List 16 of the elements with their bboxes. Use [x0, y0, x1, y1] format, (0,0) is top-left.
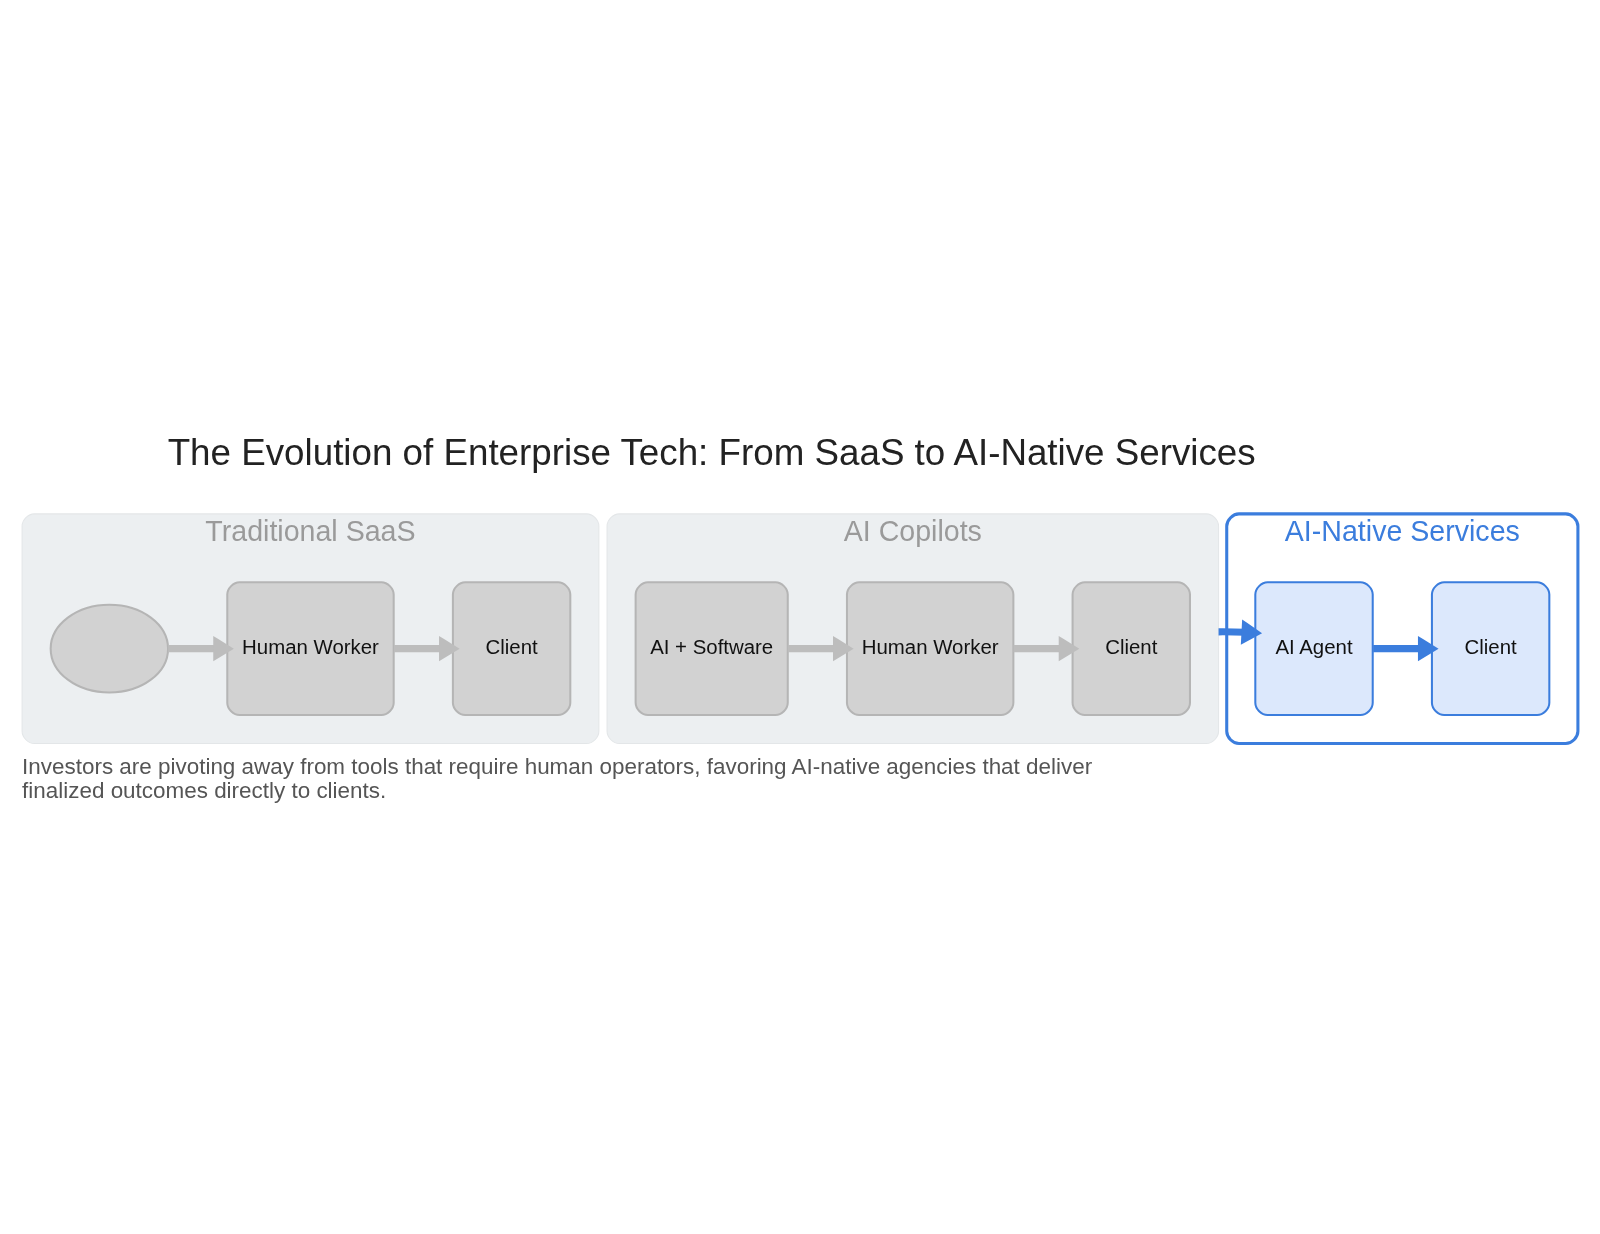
node-box: Client [451, 580, 572, 716]
diagram-title: The Evolution of Enterprise Tech: From SaaS to AI-Native Services [167, 431, 1256, 473]
arrow [1373, 635, 1439, 661]
node-box: Human Worker [226, 580, 395, 716]
node-cloud [49, 603, 170, 694]
node-box: Client [1430, 580, 1551, 716]
arrow [787, 635, 854, 661]
arrow [1013, 635, 1080, 661]
node-box: Client [1071, 580, 1191, 716]
node-box: Human Worker [845, 580, 1015, 716]
caption: Investors are pivoting away from tools that require human operators, favoring AI-native agencies that deliver finalized outcomes directly to clients. [22, 753, 1093, 803]
arrow [393, 635, 460, 661]
arrow [1218, 618, 1263, 645]
arrow [168, 635, 234, 661]
node-box: AI + Software [634, 580, 789, 716]
node-box: AI Agent [1254, 580, 1374, 716]
